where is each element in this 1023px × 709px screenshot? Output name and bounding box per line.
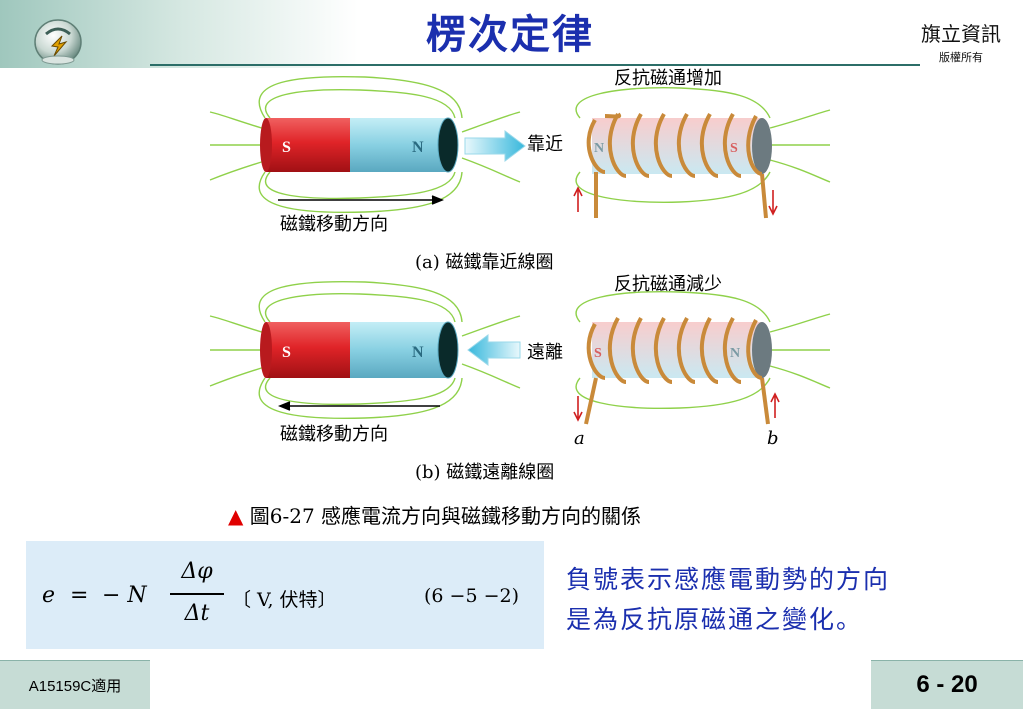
copyright-label: 版權所有: [939, 51, 983, 64]
field-lines-bottom: [209, 280, 831, 420]
coil-n-pole-bottom: N: [730, 346, 740, 361]
approach-arrow-icon: [464, 130, 526, 162]
coil-n-pole-top: N: [594, 141, 604, 156]
bar-magnet-bottom: [260, 321, 459, 379]
formula-minus-n: − N: [102, 583, 147, 608]
coil-top: [586, 112, 772, 219]
field-lines-top: [209, 75, 831, 214]
formula-lhs: e: [42, 583, 56, 608]
away-arrow-icon: [467, 334, 521, 366]
magnet-direction-label-top: 磁鐵移動方向: [280, 214, 388, 235]
header-divider: [150, 64, 920, 66]
course-code: A15159C適用: [0, 660, 150, 709]
magnet-n-pole-bottom: N: [412, 344, 424, 361]
oppose-increase-label: 反抗磁通增加: [614, 68, 722, 89]
lenz-law-figure: S N N S: [209, 75, 831, 425]
publisher-name: 旗立資訊 版權所有: [921, 18, 1001, 65]
figure-caption: ▲ 圖6-27 感應電流方向與磁鐵移動方向的關係: [228, 500, 641, 529]
current-arrow-up-icon: [770, 392, 780, 418]
caption-b: (b) 磁鐵遠離線圈: [415, 462, 555, 483]
fraction-bar: [170, 593, 224, 595]
current-arrow-down-icon: [573, 396, 583, 422]
triangle-marker-icon: ▲: [228, 504, 244, 528]
current-arrow-down-icon: [768, 190, 778, 216]
note-line-1: 負號表示感應電動勢的方向: [566, 565, 891, 594]
formula-unit: 〔 V, 伏特〕: [232, 589, 337, 611]
magnet-s-pole-top: S: [282, 139, 291, 156]
formula-numerator: Δφ: [181, 559, 213, 584]
direction-arrow-right-icon: [278, 195, 445, 205]
approach-label: 靠近: [527, 134, 563, 155]
magnet-s-pole-bottom: S: [282, 344, 291, 361]
header-bar: [0, 0, 1023, 68]
coil-s-pole-bottom: S: [594, 346, 602, 361]
page-title: 楞次定律: [426, 11, 594, 58]
caption-a: (a) 磁鐵靠近線圈: [415, 252, 554, 273]
coil-s-pole-top: S: [730, 141, 738, 156]
magnet-n-pole-top: N: [412, 139, 424, 156]
terminal-a-label: a: [574, 428, 585, 449]
coil-bottom: [584, 317, 772, 425]
formula-denominator: Δt: [184, 601, 210, 626]
oppose-decrease-label: 反抗磁通減少: [614, 274, 722, 295]
bar-magnet-top: [260, 117, 459, 173]
formula-box: e = − N Δφ Δt 〔 V, 伏特〕 (6 −5 −2): [26, 541, 544, 649]
formula-note: 負號表示感應電動勢的方向 是為反抗原磁通之變化。: [566, 560, 890, 640]
page-number: 6 - 20: [871, 660, 1023, 709]
away-label: 遠離: [527, 342, 563, 363]
formula-number: (6 −5 −2): [424, 585, 520, 607]
formula-equals: =: [70, 583, 89, 608]
current-arrow-up-icon: [573, 186, 583, 212]
figure-caption-text: 圖6-27 感應電流方向與磁鐵移動方向的關係: [249, 504, 642, 528]
note-line-2: 是為反抗原磁通之變化。: [566, 605, 864, 634]
publisher-label: 旗立資訊: [921, 22, 1001, 46]
direction-arrow-left-icon: [277, 401, 440, 411]
magnet-direction-label-bottom: 磁鐵移動方向: [280, 424, 388, 445]
publisher-logo-icon: [34, 19, 82, 65]
terminal-b-label: b: [767, 428, 779, 449]
